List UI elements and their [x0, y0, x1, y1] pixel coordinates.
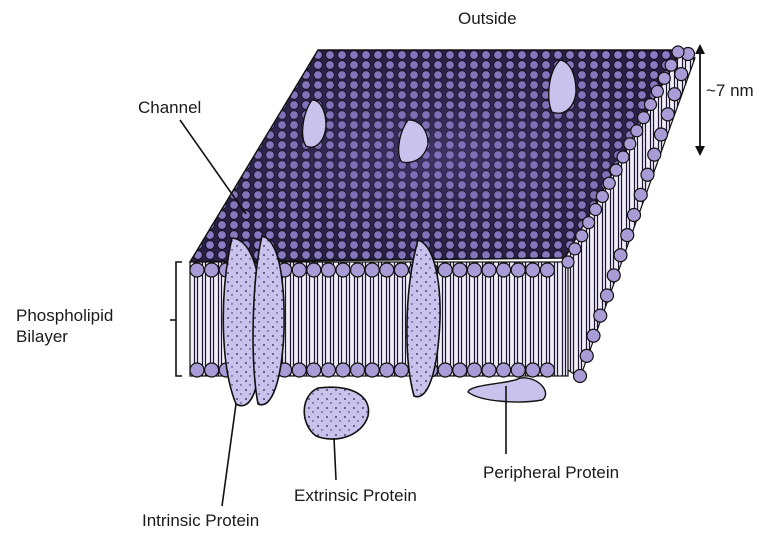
phospholipid-head [380, 263, 394, 277]
phospholipid-head [321, 363, 335, 377]
phospholipid-head [205, 263, 219, 277]
phospholipid-head [190, 363, 204, 377]
phospholipid-head [621, 229, 634, 242]
intrinsic-protein-label: Intrinsic Protein [142, 510, 259, 531]
peripheral-protein-label: Peripheral Protein [483, 462, 619, 483]
phospholipid-head [601, 289, 614, 302]
phospholipid-head [580, 349, 593, 362]
phospholipid-head [482, 363, 496, 377]
phospholipid-head [351, 263, 365, 277]
phospholipid-head [453, 263, 467, 277]
phospholipid-label-line1: Phospholipid [16, 305, 113, 326]
phospholipid-head [336, 363, 350, 377]
phospholipid-head [574, 370, 587, 383]
phospholipid-head [587, 329, 600, 342]
phospholipid-head [497, 263, 511, 277]
thickness-label: ~7 nm [706, 80, 754, 101]
phospholipid-head [607, 269, 620, 282]
phospholipid-head [467, 363, 481, 377]
phospholipid-head [497, 363, 511, 377]
channel-leader [180, 120, 246, 214]
phospholipid-head [583, 217, 595, 229]
phospholipid-head [603, 177, 615, 189]
phospholipid-head [307, 263, 321, 277]
phospholipid-head [661, 108, 674, 121]
phospholipid-head [292, 263, 306, 277]
phospholipid-head [668, 88, 681, 101]
phospholipid-head [610, 164, 622, 176]
phospholipid-head [511, 363, 525, 377]
phospholipid-head [190, 263, 204, 277]
phospholipid-head [438, 363, 452, 377]
phospholipid-head [307, 363, 321, 377]
phospholipid-head [482, 263, 496, 277]
phospholipid-head [655, 128, 668, 141]
phospholipid-head [336, 263, 350, 277]
phospholipid-head [351, 363, 365, 377]
phospholipid-head [321, 263, 335, 277]
extrinsic-leader [334, 438, 336, 480]
phospholipid-head [526, 263, 540, 277]
phospholipid-head [569, 243, 581, 255]
phospholipid-head [540, 363, 554, 377]
phospholipid-label-line2: Bilayer [16, 326, 113, 347]
phospholipid-head [614, 249, 627, 262]
phospholipid-head [651, 85, 663, 97]
phospholipid-head [641, 168, 654, 181]
phospholipid-head [645, 99, 657, 111]
phospholipid-head [596, 190, 608, 202]
phospholipid-head [624, 138, 636, 150]
phospholipid-head [648, 148, 661, 161]
channel-label: Channel [138, 97, 201, 118]
phospholipid-head [576, 230, 588, 242]
phospholipid-head [526, 363, 540, 377]
bilayer-bracket [170, 262, 182, 376]
phospholipid-head [365, 263, 379, 277]
phospholipid-head [628, 209, 641, 222]
phospholipid-head [540, 263, 554, 277]
thickness-arrow [695, 44, 705, 156]
phospholipid-head [658, 72, 670, 84]
phospholipid-head [617, 151, 629, 163]
phospholipid-head [631, 125, 643, 137]
phospholipid-head [467, 263, 481, 277]
phospholipid-head [205, 363, 219, 377]
outside-label: Outside [458, 8, 517, 29]
phospholipid-head [675, 68, 688, 81]
phospholipid-head [665, 59, 677, 71]
intrinsic-protein-b [253, 236, 284, 405]
extrinsic-protein [304, 387, 368, 439]
phospholipid-head [594, 309, 607, 322]
phospholipid-head [634, 188, 647, 201]
phospholipid-head [672, 46, 684, 58]
phospholipid-head [590, 204, 602, 216]
phospholipid-head [453, 363, 467, 377]
extrinsic-protein-label: Extrinsic Protein [294, 485, 417, 506]
intrinsic-leader [222, 404, 236, 506]
phospholipid-head [511, 263, 525, 277]
phospholipid-head [380, 363, 394, 377]
phospholipid-head [394, 363, 408, 377]
phospholipid-head [638, 112, 650, 124]
phospholipid-head [562, 256, 574, 268]
phospholipid-bilayer-label: Phospholipid Bilayer [16, 305, 113, 348]
phospholipid-head [438, 263, 452, 277]
phospholipid-head [394, 263, 408, 277]
phospholipid-head [365, 363, 379, 377]
phospholipid-head [292, 363, 306, 377]
